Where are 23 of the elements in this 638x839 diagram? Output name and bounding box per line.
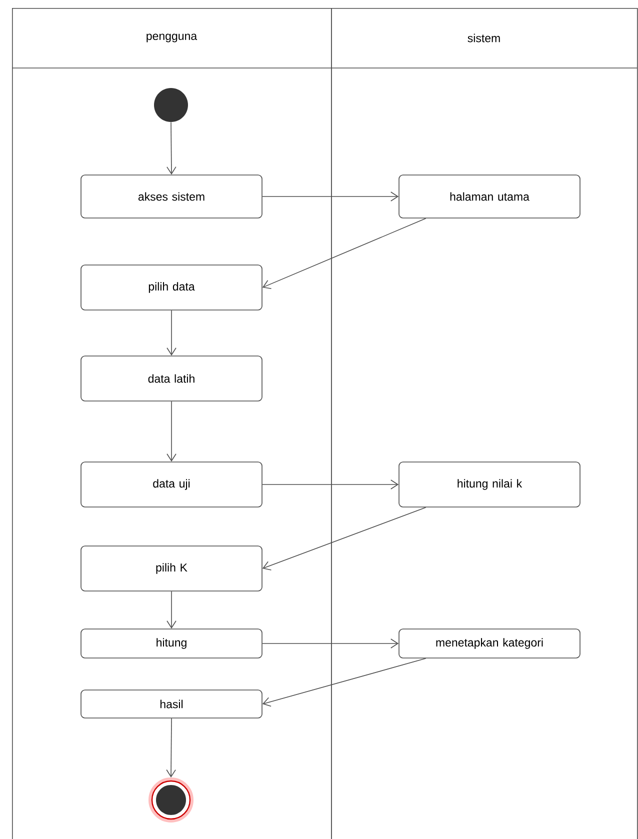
action-box: pilih K: [80, 546, 262, 592]
arrow: [262, 507, 426, 570]
arrow: [262, 480, 399, 490]
arrow: [262, 218, 426, 290]
arrow: [166, 122, 176, 175]
action-box: halaman utama: [398, 174, 580, 218]
arrow: [166, 310, 176, 356]
action-box: hitung: [80, 628, 262, 658]
arrow: [262, 192, 399, 202]
arrow: [166, 591, 176, 629]
arrow: [262, 638, 399, 648]
arrow: [166, 718, 176, 778]
arrow: [262, 658, 426, 707]
action-box: hasil: [80, 690, 262, 718]
action-box: akses sistem: [80, 174, 262, 218]
start-node: [154, 88, 188, 122]
action-box: pilih data: [80, 264, 262, 310]
arrow: [166, 401, 176, 462]
action-box: menetapkan kategori: [398, 628, 580, 658]
action-box: data latih: [80, 356, 262, 402]
action-box: data uji: [80, 462, 262, 508]
end-node: [148, 778, 194, 822]
action-box: hitung nilai k: [398, 462, 580, 508]
